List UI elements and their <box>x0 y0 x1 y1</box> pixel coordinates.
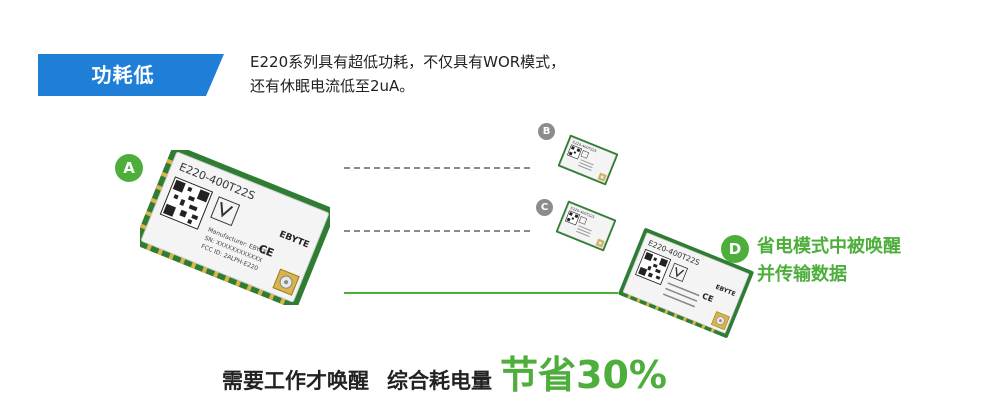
solid-link-a-d <box>344 292 618 294</box>
module-a: E220-400T22S Manufacturer: EBYTE SN: XXX… <box>134 144 336 310</box>
description-line-1: E220系列具有超低功耗，不仅具有WOR模式， <box>250 53 566 71</box>
summary-part-2: 综合耗电量 <box>387 369 492 393</box>
module-d-ce-mark: CE <box>701 291 715 304</box>
banner-shape <box>38 54 224 96</box>
wakeup-caption-line-1: 省电模式中被唤醒 <box>757 236 901 257</box>
wakeup-caption-line-2: 并传输数据 <box>757 264 847 285</box>
antenna-connector-icon <box>272 268 300 296</box>
summary-part-1: 需要工作才唤醒 <box>222 369 369 393</box>
badge-a: A <box>115 154 143 182</box>
summary-highlight: 节省30% <box>500 353 667 397</box>
module-d: E220-400T22S CE EBYTE <box>618 222 754 348</box>
module-d-antenna-connector-icon <box>710 311 730 331</box>
badge-c: C <box>536 199 553 216</box>
feature-description: E220系列具有超低功耗，不仅具有WOR模式， 还有休眠电流低至2uA。 <box>250 50 770 98</box>
module-b: E220-400T22S <box>557 130 619 194</box>
wakeup-caption: 省电模式中被唤醒 并传输数据 <box>757 233 901 289</box>
vendor-logo-icon <box>220 201 234 218</box>
title-banner: 功耗低 <box>38 54 224 96</box>
summary-line: 需要工作才唤醒综合耗电量节省30% <box>222 344 667 404</box>
module-a-ce-mark: CE <box>256 242 275 260</box>
banner-title: 功耗低 <box>91 63 155 87</box>
description-line-2: 还有休眠电流低至2uA。 <box>250 77 415 95</box>
badge-d: D <box>721 235 749 263</box>
badge-b: B <box>538 123 555 140</box>
dashed-link-a-b <box>344 167 530 169</box>
module-c: E220-400T22S <box>555 196 617 260</box>
dashed-link-a-c <box>344 230 530 232</box>
